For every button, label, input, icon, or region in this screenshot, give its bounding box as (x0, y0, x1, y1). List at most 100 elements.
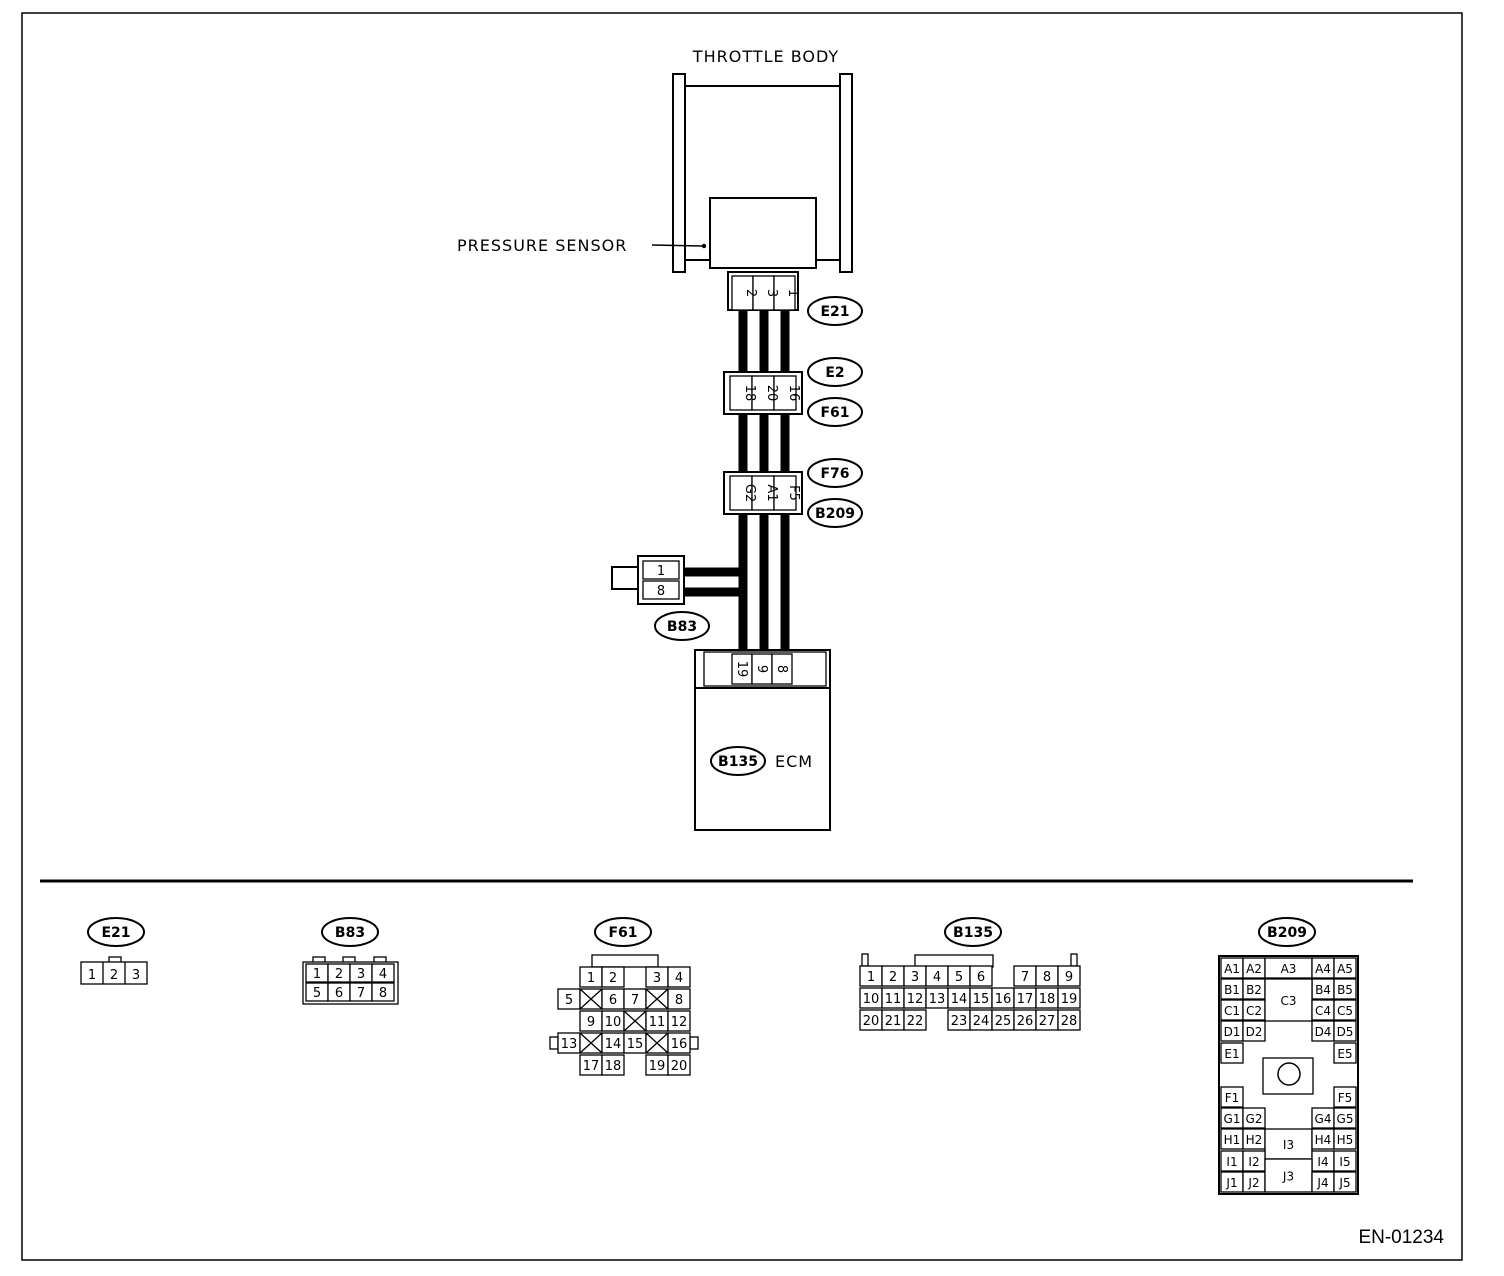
b135-face-pin: 10 (863, 992, 880, 1007)
f76-pin-right: F5 (786, 485, 801, 501)
b209-face-pin: G5 (1337, 1112, 1354, 1126)
b135-face-pin: 4 (933, 970, 941, 985)
b135-face-pin: 27 (1039, 1014, 1056, 1029)
b209-face-pin: E5 (1337, 1047, 1352, 1061)
svg-text:E21: E21 (101, 925, 130, 941)
b83-face-pin: 3 (357, 967, 365, 982)
b209-face-pin: H5 (1337, 1133, 1354, 1147)
b209-face-pin: H1 (1224, 1133, 1241, 1147)
b209-face-pin: D5 (1337, 1025, 1354, 1039)
f61-face-pin: 2 (609, 971, 617, 986)
b209-face-pin: H4 (1315, 1133, 1332, 1147)
svg-text:B135: B135 (953, 925, 993, 941)
tag-f61-text: F61 (820, 405, 849, 421)
b209-face-pin: B4 (1315, 983, 1331, 997)
b209-face-pin: C3 (1280, 994, 1296, 1008)
b209-face-pin: B1 (1224, 983, 1240, 997)
b209-face-pin: E1 (1224, 1047, 1239, 1061)
tag-b83 (654, 611, 710, 641)
tag-b135-text: B135 (718, 754, 758, 770)
b135-face-pin: 28 (1061, 1014, 1078, 1029)
b135-face-pin: 14 (951, 992, 968, 1007)
connector-view-e21: E21 1 2 3 (80, 917, 148, 985)
svg-text:1: 1 (88, 968, 96, 983)
b209-face-pin: C4 (1315, 1004, 1331, 1018)
b135-face-pin: 2 (889, 970, 897, 985)
f61-face-pin: 12 (671, 1015, 688, 1030)
svg-text:3: 3 (132, 968, 140, 983)
e21-pin-left: 2 (743, 289, 758, 297)
f76-pin-center: A1 (764, 484, 779, 501)
tag-f76-text: F76 (820, 466, 849, 482)
b209-face-pin: B2 (1246, 983, 1262, 997)
f61-face-pin: 1 (587, 971, 595, 986)
b135-face-pin: 12 (907, 992, 924, 1007)
throttle-body-label: THROTTLE BODY (692, 47, 839, 66)
pressure-sensor-body (709, 197, 817, 269)
f61-face-pin: 9 (587, 1015, 595, 1030)
svg-text:2: 2 (110, 968, 118, 983)
b83-face-pin: 5 (313, 986, 321, 1001)
b209-face-pin: I4 (1317, 1155, 1328, 1169)
f61-face-pin: 13 (561, 1037, 578, 1052)
tag-f76 (807, 458, 863, 488)
e2-pin-center: 20 (764, 385, 779, 402)
ecm-pin-left: 19 (734, 661, 749, 678)
f61-face-pin: 20 (671, 1059, 688, 1074)
tag-b209 (807, 498, 863, 528)
b135-face-pin: 26 (1017, 1014, 1034, 1029)
b135-face-pin: 13 (929, 992, 946, 1007)
f61-face-pin: 7 (631, 993, 639, 1008)
b209-face-pin: C5 (1337, 1004, 1353, 1018)
ecm-unit: 19 9 8 B135 ECM (694, 649, 831, 831)
b135-face-pin: 16 (995, 992, 1012, 1007)
b209-face-pin: G4 (1315, 1112, 1332, 1126)
b209-face-pin: H2 (1246, 1133, 1263, 1147)
throttle-body-right-flange (839, 73, 853, 273)
pressure-sensor-label: PRESSURE SENSOR (457, 236, 627, 255)
tag-f61 (807, 397, 863, 427)
f61-face-pin: 18 (605, 1059, 622, 1074)
b135-face-pin: 15 (973, 992, 990, 1007)
f61-face-pin: 14 (605, 1037, 622, 1052)
b135-face-pin: 24 (973, 1014, 990, 1029)
b209-face-pin: A3 (1281, 962, 1297, 976)
b209-face-pin: D4 (1315, 1025, 1332, 1039)
b135-face-pin: 9 (1065, 970, 1073, 985)
b209-face-pin: C2 (1246, 1004, 1262, 1018)
pressure-sensor-pointer-dot (701, 243, 707, 249)
b135-face-pin: 6 (977, 970, 985, 985)
diagram-frame (21, 12, 1463, 1261)
b135-face-pin: 18 (1039, 992, 1056, 1007)
b135-face-pin: 7 (1021, 970, 1029, 985)
svg-text:B83: B83 (335, 925, 365, 941)
pressure-sensor: PRESSURE SENSOR (457, 197, 817, 269)
tag-b209-text: B209 (815, 506, 855, 522)
b209-face-pin: J1 (1225, 1176, 1237, 1190)
b83-face-pin: 7 (357, 986, 365, 1001)
b135-face-pin: 1 (867, 970, 875, 985)
b135-face-pin: 22 (907, 1014, 924, 1029)
b135-face-pin: 8 (1043, 970, 1051, 985)
b83-face-pin: 1 (313, 967, 321, 982)
f61-face-pin: 19 (649, 1059, 666, 1074)
b209-face-pin: D1 (1224, 1025, 1241, 1039)
f61-face-pin: 10 (605, 1015, 622, 1030)
ecm-label: ECM (775, 752, 813, 771)
f76-pin-left: G2 (742, 484, 757, 502)
b209-face-pin: D2 (1246, 1025, 1263, 1039)
b209-face-pin: B5 (1337, 983, 1353, 997)
b209-face-pin: G2 (1246, 1112, 1263, 1126)
b135-face-pin: 17 (1017, 992, 1034, 1007)
b209-face-pin: I1 (1226, 1155, 1237, 1169)
b209-face-pin: J2 (1247, 1176, 1259, 1190)
svg-text:F61: F61 (608, 925, 637, 941)
b209-face-pin: I5 (1339, 1155, 1350, 1169)
f61-face-pin: 17 (583, 1059, 600, 1074)
b83-pin-top: 1 (657, 564, 665, 579)
b135-face-pin: 20 (863, 1014, 880, 1029)
f61-face-pin: 3 (653, 971, 661, 986)
connector-f76-b209: G2 A1 F5 F76 B209 (723, 458, 863, 528)
